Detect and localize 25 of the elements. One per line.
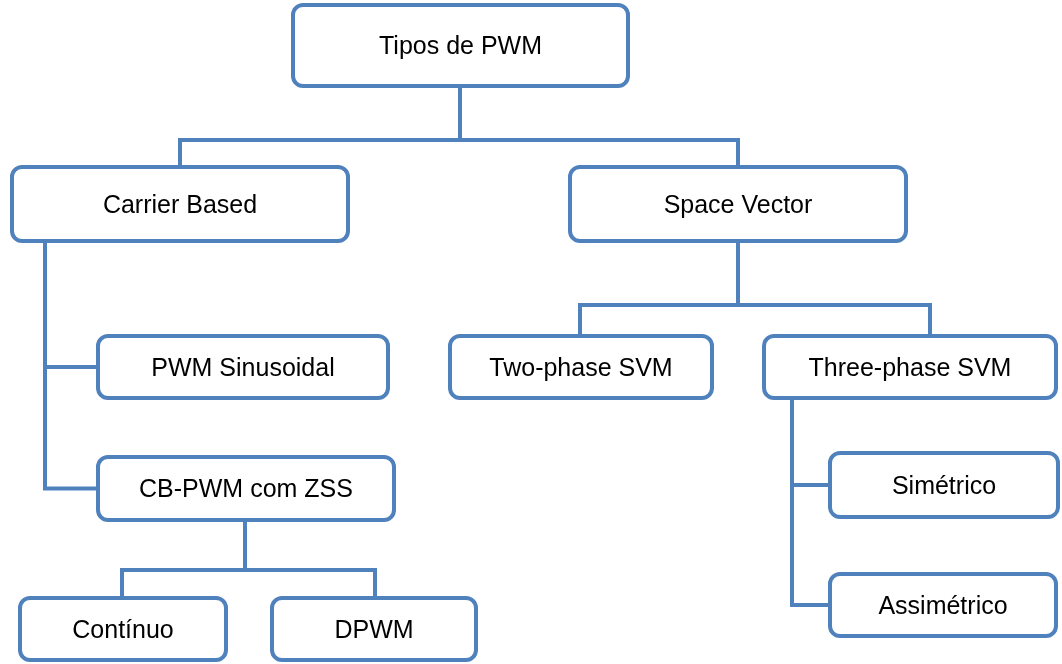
box-label: Two-phase SVM (489, 352, 673, 382)
connector-line (43, 243, 96, 491)
box-label: Assimétrico (878, 590, 1008, 620)
box-label: Tipos de PWM (379, 31, 542, 60)
category-box (568, 165, 908, 243)
category-box (96, 455, 396, 522)
box-label: Carrier Based (102, 189, 258, 219)
box-label: CB-PWM com ZSS (139, 474, 353, 503)
box-label: Space Vector (663, 189, 813, 219)
connector-line (243, 522, 377, 596)
category-box (10, 165, 350, 243)
category-box (828, 451, 1060, 519)
box-label: Contínuo (72, 614, 174, 644)
category-box (291, 3, 630, 88)
box-label: PWM Sinusoidal (151, 352, 335, 382)
box-label: Three-phase SVM (808, 352, 1012, 382)
category-box (18, 596, 228, 662)
box-label: DPWM (334, 614, 414, 644)
category-box (448, 334, 714, 400)
box-label: Simétrico (891, 470, 997, 500)
category-box (96, 334, 390, 400)
category-box (828, 572, 1058, 638)
category-box (270, 596, 478, 662)
category-box (762, 334, 1058, 400)
connector-line (458, 88, 740, 165)
